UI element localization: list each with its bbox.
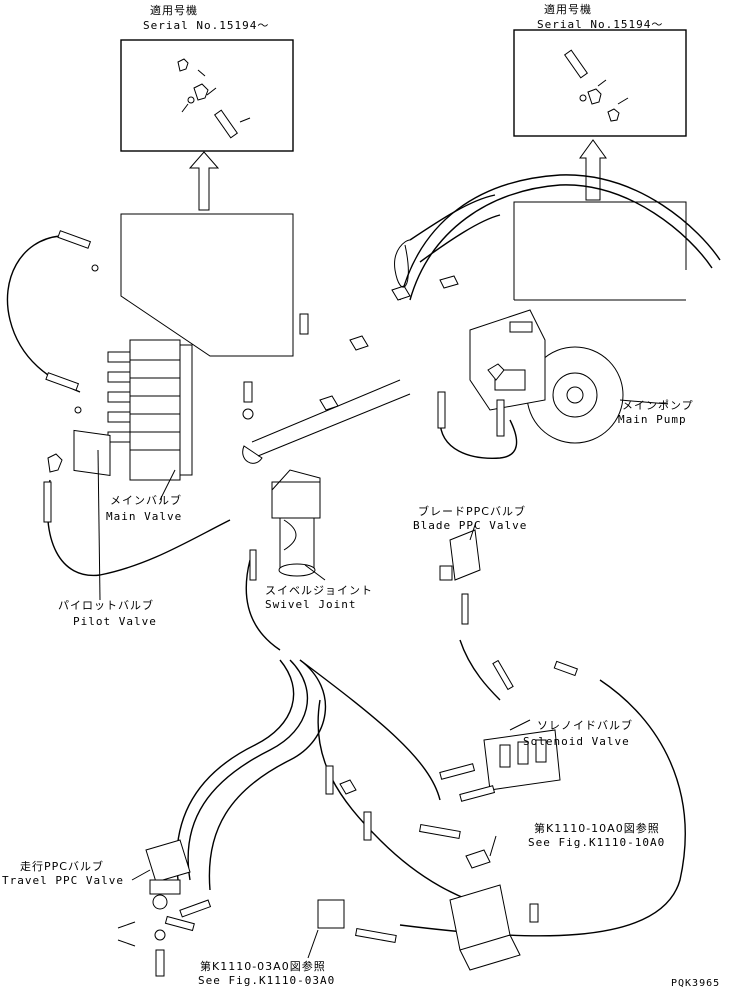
hose-left-loop	[6, 235, 81, 393]
group-bracket-right	[513, 201, 687, 300]
leader-lines	[97, 399, 669, 959]
travel-ppc-body	[145, 839, 212, 977]
pilot-valve-label-en: Pilot Valve	[73, 615, 157, 628]
solenoid-valve-body	[419, 659, 579, 839]
solenoid-bracket	[449, 849, 539, 971]
blade-ppc-label-en: Blade PPC Valve	[413, 519, 528, 532]
main-pump-label-jp: メインポンプ	[622, 399, 694, 412]
group-bracket-left	[120, 213, 294, 357]
swivel-joint-label-jp: スイベルジョイント	[265, 584, 373, 597]
arrow-up-left	[188, 151, 220, 211]
travel-ppc-label-en: Travel PPC Valve	[2, 874, 124, 887]
inset-box-left	[120, 39, 294, 152]
inset-right-title: 適用号機	[544, 3, 592, 16]
ref-10a0-label-en: See Fig.K1110-10A0	[528, 836, 666, 849]
travel-ppc-label-jp: 走行PPCバルブ	[20, 860, 104, 873]
main-valve-label-jp: メインバルブ	[110, 494, 182, 507]
inset-left-serial: Serial No.15194〜	[143, 19, 270, 32]
hose-bundle	[187, 659, 309, 881]
main-valve-label-en: Main Valve	[106, 510, 183, 523]
ref-10a0-label-jp: 第K1110-10A0図参照	[534, 822, 660, 835]
inset-left-parts	[177, 58, 251, 139]
pilot-valve-label-jp: パイロットバルブ	[58, 599, 154, 612]
pilot-valve-body	[73, 429, 111, 477]
blade-ppc-body	[439, 529, 481, 625]
drawing-code: PQK3965	[671, 978, 721, 989]
ref-03a0-label-en: See Fig.K1110-03A0	[198, 974, 336, 987]
blade-ppc-label-jp: ブレードPPCバルブ	[418, 505, 526, 518]
clamps-bolts	[242, 275, 459, 464]
main-pump-body	[469, 309, 624, 444]
solenoid-label-jp: ソレノイドバルブ	[537, 719, 633, 732]
lower-connectors	[317, 765, 397, 943]
main-valve-fittings	[43, 230, 99, 523]
swivel-joint-label-en: Swivel Joint	[265, 598, 357, 611]
coil-wrap	[394, 194, 501, 288]
swivel-joint-body	[271, 469, 321, 577]
inset-left-title: 適用号機	[150, 4, 198, 17]
main-valve-body	[107, 339, 193, 481]
ref-03a0-label-jp: 第K1110-03A0図参照	[200, 960, 326, 973]
inset-right-serial: Serial No.15194〜	[537, 18, 664, 31]
inset-box-right	[513, 29, 687, 137]
solenoid-label-en: Solenoid Valve	[523, 735, 630, 748]
hose-top-arc	[399, 174, 721, 301]
arrow-up-right	[579, 139, 607, 201]
main-pump-label-en: Main Pump	[618, 413, 687, 426]
inset-right-parts	[563, 49, 629, 122]
